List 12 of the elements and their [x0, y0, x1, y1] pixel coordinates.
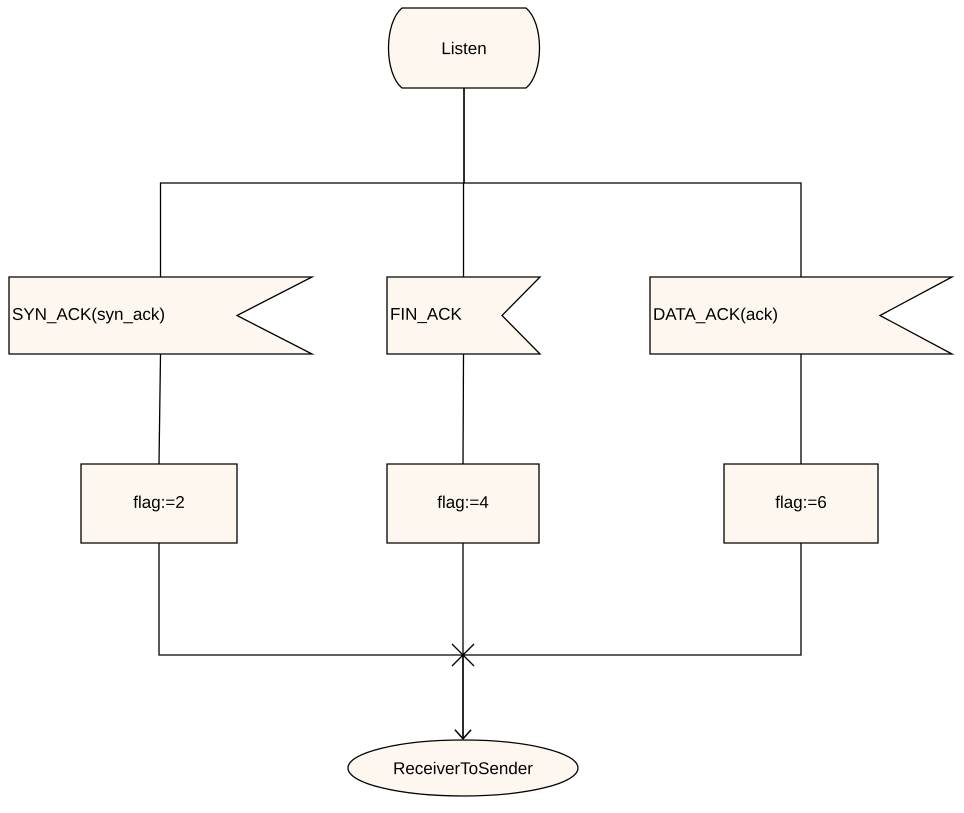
connector — [454, 543, 802, 740]
task-box: flag:=2 — [80, 463, 238, 544]
task-box: flag:=6 — [723, 463, 879, 544]
connector — [800, 354, 802, 464]
input-signal-flag: DATA_ACK(ack) — [649, 276, 955, 355]
connector — [158, 354, 162, 464]
connector — [462, 354, 464, 464]
input-signal-flag: FIN_ACK — [386, 276, 542, 355]
state-box: Listen — [388, 7, 540, 89]
task-box: flag:=4 — [386, 463, 540, 544]
input-signal-flag: SYN_ACK(syn_ack) — [8, 276, 315, 355]
connector — [463, 88, 802, 277]
